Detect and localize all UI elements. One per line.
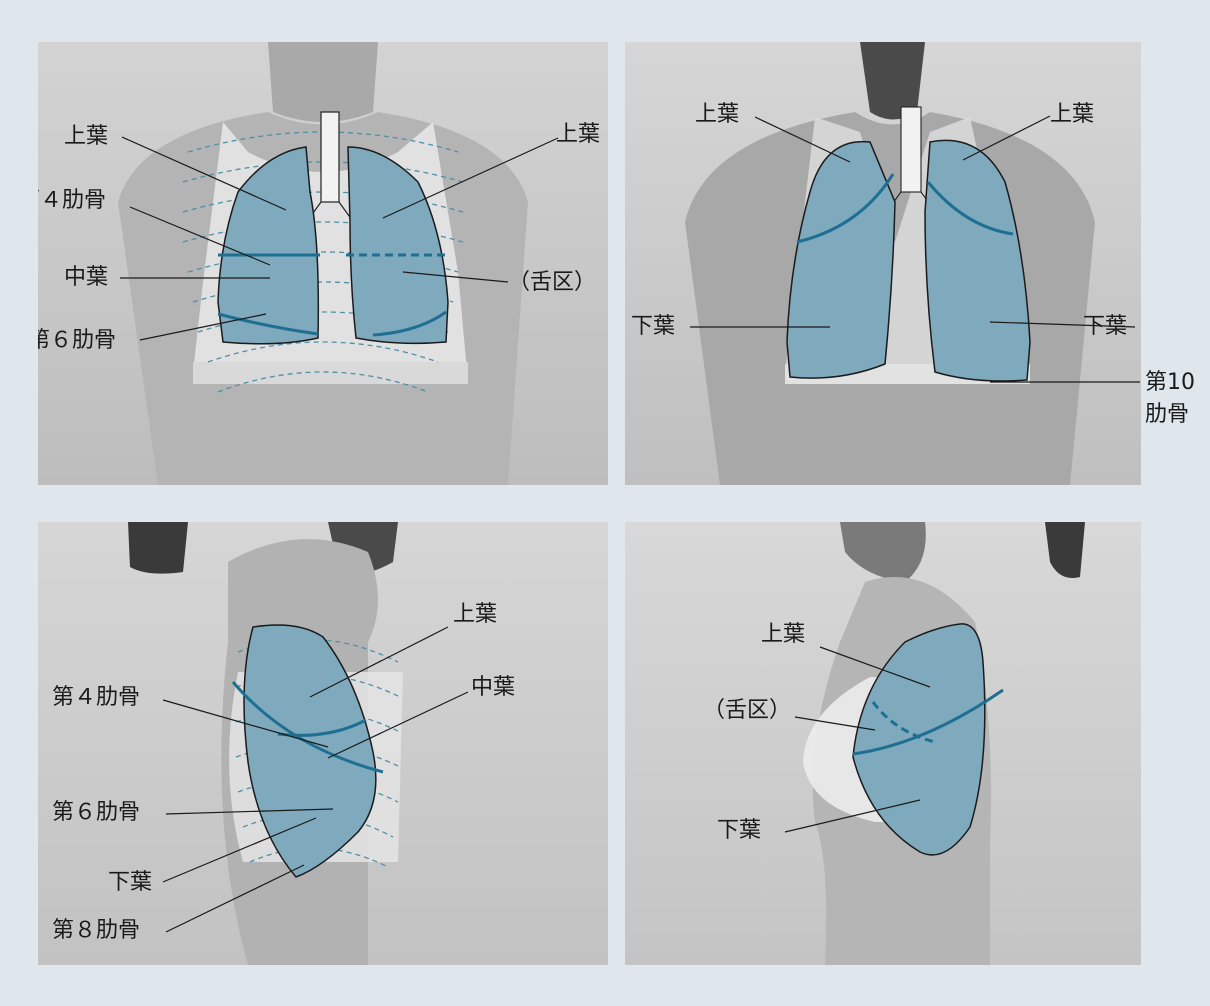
band-shape (193, 362, 468, 384)
label-side-rib4: 第４肋骨 (52, 687, 140, 709)
neck-shape (268, 42, 378, 122)
right-side-view-illustration (38, 522, 608, 965)
label-back-upper-lobe-left: 上葉 (695, 104, 739, 126)
label-back-lower-lobe-right: 下葉 (1083, 316, 1127, 338)
label-back-lower-lobe-left: 下葉 (631, 316, 675, 338)
label-side-middle-lobe: 中葉 (471, 677, 515, 699)
label-front-upper-lobe-right: 上葉 (556, 124, 600, 146)
front-view-illustration (38, 42, 608, 485)
label-front-lingula: （舌区） (508, 272, 596, 294)
back-view-panel: 上葉 上葉 下葉 下葉 (625, 42, 1141, 485)
label-left-upper-lobe: 上葉 (761, 624, 805, 646)
label-left-lingula: （舌区） (703, 700, 791, 722)
label-back-rib10-line1: 第10 (1145, 372, 1195, 394)
label-side-upper-lobe: 上葉 (453, 604, 497, 626)
label-back-rib10-line2: 肋骨 (1145, 404, 1189, 426)
left-side-view-illustration (625, 522, 1141, 965)
front-view-panel: 上葉 上葉 第４肋骨 中葉 （舌区） 第６肋骨 (38, 42, 608, 485)
right-side-view-panel: 上葉 中葉 第４肋骨 第６肋骨 下葉 第８肋骨 (38, 522, 608, 965)
label-front-rib6: 第６肋骨 (38, 330, 116, 352)
side-hair-shape (128, 522, 188, 574)
label-back-upper-lobe-right: 上葉 (1050, 104, 1094, 126)
left-side-view-panel: 上葉 （舌区） 下葉 (625, 522, 1141, 965)
label-side-lower-lobe: 下葉 (108, 872, 152, 894)
label-left-lower-lobe: 下葉 (717, 820, 761, 842)
label-front-rib4: 第４肋骨 (38, 190, 106, 212)
label-side-rib8: 第８肋骨 (52, 920, 140, 942)
label-front-upper-lobe-left: 上葉 (64, 126, 108, 148)
label-side-rib6: 第６肋骨 (52, 802, 140, 824)
label-front-middle-lobe: 中葉 (64, 267, 108, 289)
